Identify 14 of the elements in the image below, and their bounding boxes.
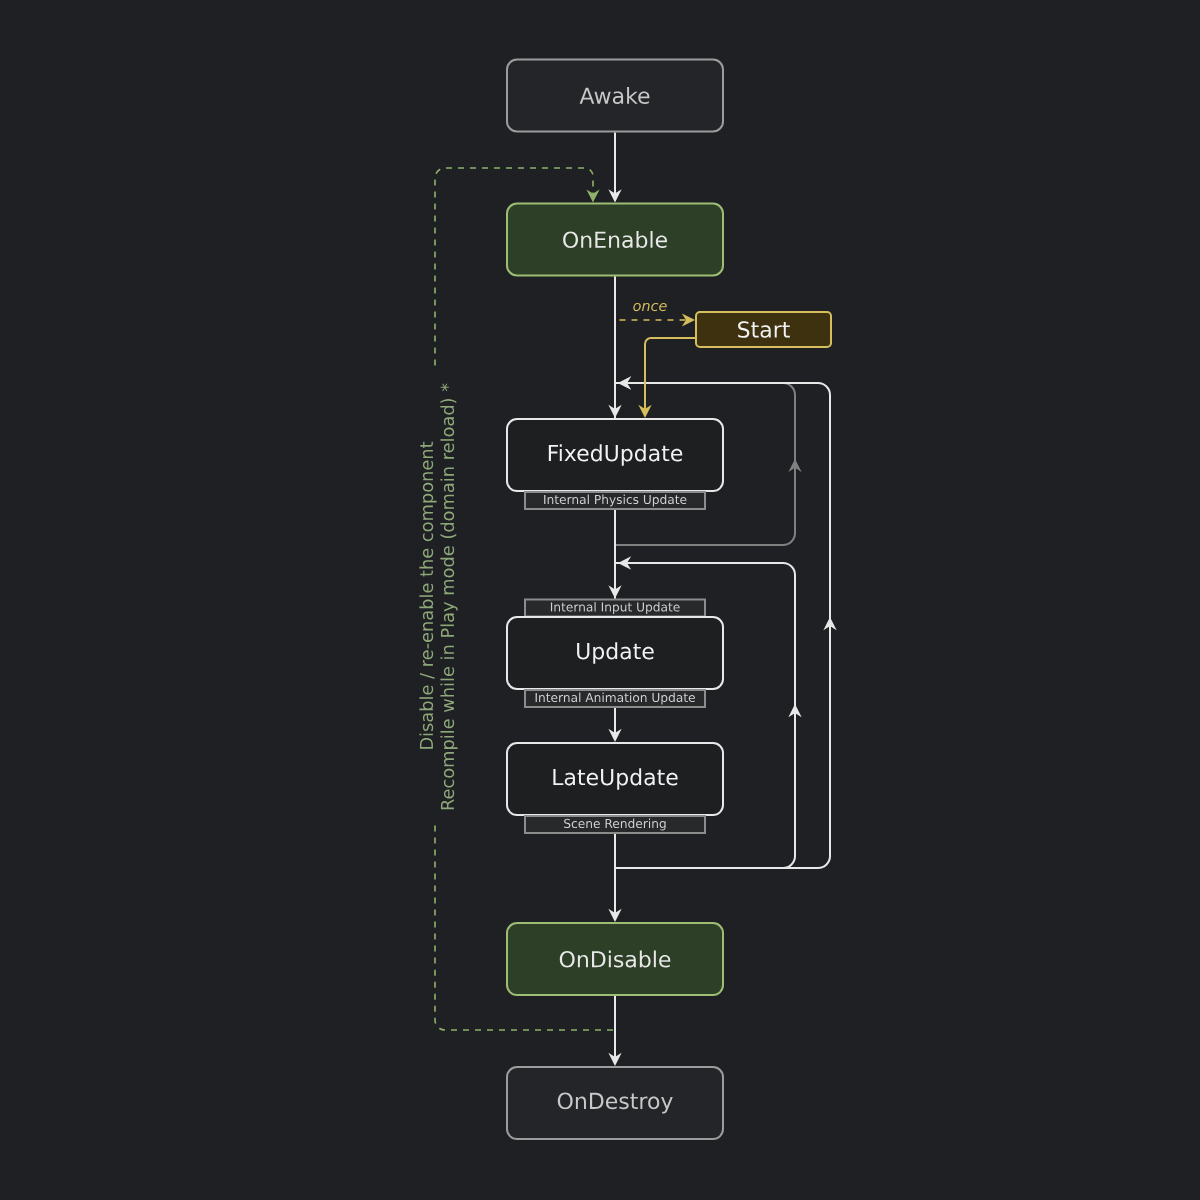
method-box: FixedUpdate — [506, 418, 724, 492]
method-box: OnDestroy — [506, 1066, 724, 1140]
note-label: Recompile while in Play mode (domain reload) * — [440, 383, 458, 810]
method-box: LateUpdate — [506, 742, 724, 816]
phase-tag: Internal Input Update — [524, 598, 706, 618]
phase-tag: Scene Rendering — [524, 815, 706, 834]
phase-tag: Internal Animation Update — [524, 689, 706, 708]
method-box: Start — [695, 311, 832, 348]
method-box: Update — [506, 616, 724, 690]
method-box: OnEnable — [506, 202, 724, 277]
edge-label: Disable / re-enable the component — [417, 439, 439, 753]
method-box: OnDisable — [506, 922, 724, 996]
method-box: Awake — [506, 58, 724, 133]
phase-tag: Internal Physics Update — [524, 491, 706, 510]
